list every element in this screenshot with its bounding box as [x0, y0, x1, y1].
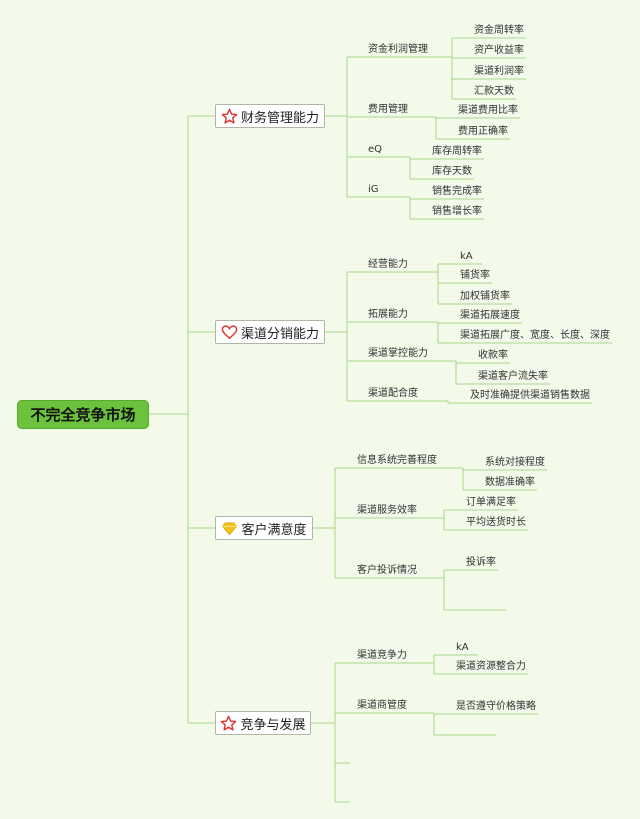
- category-label: 竞争与发展: [240, 717, 306, 733]
- leaf-topic[interactable]: 销售增长率: [432, 206, 482, 217]
- leaf-topic[interactable]: kA: [456, 642, 469, 653]
- leaf-topic[interactable]: 库存天数: [432, 166, 472, 177]
- leaf-topic[interactable]: kA: [460, 251, 473, 262]
- star-icon: [220, 715, 237, 732]
- sub-topic[interactable]: eQ: [368, 144, 383, 155]
- leaf-topic[interactable]: 铺货率: [460, 270, 490, 281]
- leaf-topic[interactable]: 加权铺货率: [460, 291, 510, 302]
- diamond-icon: [221, 520, 238, 537]
- sub-topic[interactable]: 渠道商管度: [357, 700, 407, 711]
- leaf-topic[interactable]: 收款率: [478, 350, 508, 361]
- leaf-topic[interactable]: 渠道客户流失率: [478, 371, 548, 382]
- sub-topic[interactable]: 资金利润管理: [368, 44, 428, 55]
- sub-topic[interactable]: 费用管理: [368, 104, 408, 115]
- sub-topic[interactable]: 客户投诉情况: [357, 565, 417, 576]
- leaf-topic[interactable]: 资金周转率: [474, 25, 524, 36]
- leaf-topic[interactable]: 投诉率: [466, 557, 496, 568]
- leaf-topic[interactable]: 资产收益率: [474, 45, 524, 56]
- heart-icon: [221, 324, 238, 341]
- sub-topic[interactable]: 渠道服务效率: [357, 505, 417, 516]
- leaf-topic[interactable]: 系统对接程度: [485, 457, 545, 468]
- leaf-topic[interactable]: 是否遵守价格策略: [456, 701, 536, 712]
- leaf-topic[interactable]: 数据准确率: [485, 477, 535, 488]
- leaf-topic[interactable]: 渠道利润率: [474, 66, 524, 77]
- leaf-topic[interactable]: 渠道拓展速度: [460, 310, 520, 321]
- leaf-topic[interactable]: 渠道费用比率: [458, 105, 518, 116]
- sub-topic[interactable]: 信息系统完善程度: [357, 455, 437, 466]
- sub-topic[interactable]: iG: [368, 184, 379, 195]
- root-node[interactable]: 不完全竞争市场: [17, 400, 149, 429]
- category-label: 客户满意度: [241, 522, 307, 538]
- category-node[interactable]: 客户满意度: [215, 516, 313, 540]
- sub-topic[interactable]: 经营能力: [368, 259, 408, 270]
- category-label: 渠道分销能力: [240, 326, 319, 342]
- category-label: 财务管理能力: [240, 110, 319, 126]
- sub-topic[interactable]: 渠道竞争力: [357, 650, 407, 661]
- leaf-topic[interactable]: 及时准确提供渠道销售数据: [470, 390, 590, 401]
- leaf-topic[interactable]: 库存周转率: [432, 146, 482, 157]
- star-icon: [221, 108, 238, 125]
- leaf-topic[interactable]: 汇款天数: [474, 86, 514, 97]
- sub-topic[interactable]: 拓展能力: [368, 309, 408, 320]
- sub-topic[interactable]: 渠道配合度: [368, 388, 418, 399]
- category-node[interactable]: 财务管理能力: [215, 104, 325, 128]
- leaf-topic[interactable]: 订单满足率: [466, 497, 516, 508]
- category-node[interactable]: 竞争与发展: [215, 711, 311, 735]
- sub-topic[interactable]: 渠道掌控能力: [368, 348, 428, 359]
- category-node[interactable]: 渠道分销能力: [215, 320, 325, 344]
- leaf-topic[interactable]: 平均送货时长: [466, 517, 526, 528]
- leaf-topic[interactable]: 渠道拓展广度、宽度、长度、深度: [460, 330, 610, 341]
- leaf-topic[interactable]: 渠道资源整合力: [456, 661, 526, 672]
- leaf-topic[interactable]: 费用正确率: [458, 126, 508, 137]
- leaf-topic[interactable]: 销售完成率: [432, 186, 482, 197]
